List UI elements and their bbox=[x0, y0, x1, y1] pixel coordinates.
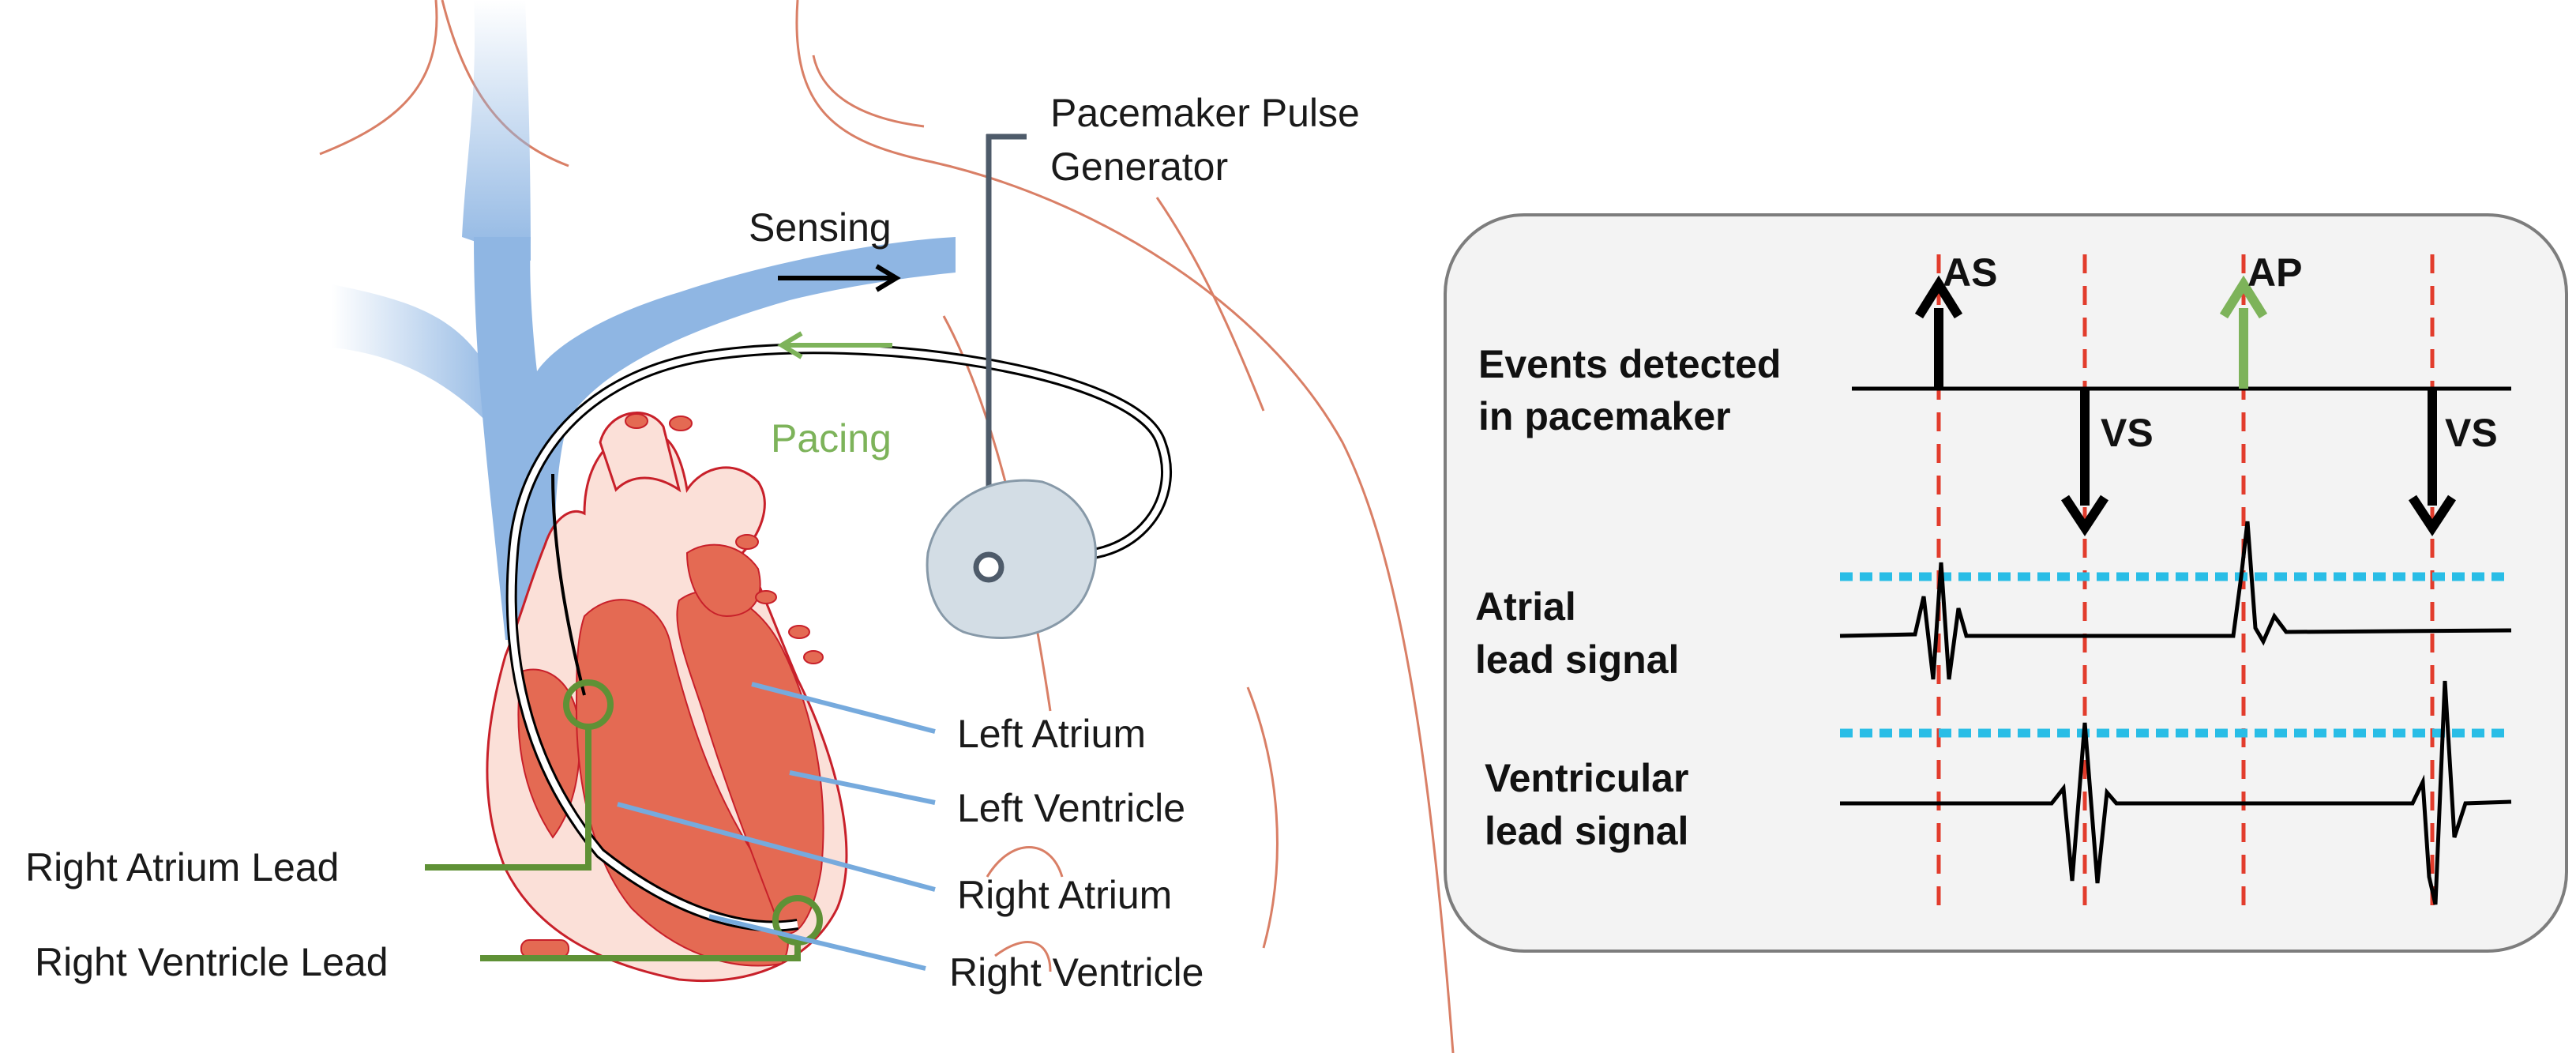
events-label-line1: Events detected bbox=[1478, 342, 1781, 386]
ivc-stub bbox=[520, 939, 569, 958]
signal-direction-arrows bbox=[777, 264, 901, 359]
pulse-generator bbox=[926, 134, 1097, 639]
right-ventricle-lead-callout bbox=[480, 942, 801, 961]
vessel-opening-2 bbox=[669, 416, 693, 431]
pacemaker-leads bbox=[505, 343, 1172, 932]
right-ventricle-lead-label: Right Ventricle Lead bbox=[35, 940, 389, 984]
pacing-label: Pacing bbox=[771, 416, 892, 461]
right-ventricle-pointer bbox=[708, 914, 926, 971]
vs-arrow-2 bbox=[2408, 389, 2457, 536]
atrial-label-line2: lead signal bbox=[1475, 637, 1679, 682]
lead-electrodes bbox=[425, 679, 823, 961]
left-labels: Pacemaker Pulse Generator Sensing Pacing… bbox=[25, 91, 1360, 995]
atrial-lead-branch bbox=[551, 473, 586, 696]
event-label-as: AS bbox=[1943, 250, 1997, 295]
vessel-opening-5 bbox=[788, 625, 810, 639]
event-label-ap: AP bbox=[2247, 250, 2302, 295]
vs-arrow-1 bbox=[2060, 389, 2109, 536]
jugular-vein bbox=[462, 0, 531, 261]
event-label-vs-1: VS bbox=[2101, 411, 2154, 455]
generator-case bbox=[926, 479, 1097, 639]
superior-vena-cava bbox=[474, 237, 956, 640]
ventricular-label-line2: lead signal bbox=[1485, 809, 1688, 853]
aorta-arch bbox=[599, 412, 682, 493]
left-atrium-pointer bbox=[751, 682, 936, 734]
sensing-label: Sensing bbox=[749, 205, 892, 250]
lead-inner bbox=[508, 345, 1170, 930]
right-atrium-label: Right Atrium bbox=[957, 873, 1172, 917]
right-ventricle-label: Right Ventricle bbox=[949, 950, 1204, 995]
generator-label-line2: Generator bbox=[1050, 145, 1228, 189]
ap-arrow bbox=[2219, 275, 2268, 389]
anatomy-pointers bbox=[617, 682, 936, 971]
left-atrium-shape bbox=[685, 543, 761, 618]
event-label-vs-2: VS bbox=[2445, 411, 2498, 455]
timing-panel: AS VS AP VS Events detected in pacemaker… bbox=[1444, 213, 2568, 953]
vessel-opening-6 bbox=[803, 650, 824, 664]
ventricular-label-line1: Ventricular bbox=[1485, 756, 1688, 800]
left-ventricle-label: Left Ventricle bbox=[957, 786, 1185, 830]
panel-background bbox=[1444, 213, 2568, 953]
right-atrium-lead-callout bbox=[425, 727, 591, 871]
vessel-opening-3 bbox=[735, 534, 759, 550]
generator-label-line1: Pacemaker Pulse bbox=[1050, 91, 1360, 135]
vein-group bbox=[332, 0, 956, 640]
ventricular-signal-trace bbox=[1840, 680, 2512, 905]
subclavian-vein-left bbox=[332, 284, 505, 442]
right-atrium-lead-label: Right Atrium Lead bbox=[25, 845, 339, 889]
left-ventricle-pointer bbox=[789, 770, 936, 805]
atrial-label-line1: Atrial bbox=[1475, 585, 1576, 629]
right-atrium-pointer bbox=[617, 802, 936, 892]
as-arrow bbox=[1914, 275, 1963, 389]
generator-port bbox=[973, 551, 1004, 583]
atrial-signal-trace bbox=[1839, 521, 2512, 680]
pacing-arrow-head bbox=[777, 331, 803, 359]
vessel-opening-1 bbox=[625, 413, 648, 429]
vessel-opening-4 bbox=[755, 590, 777, 604]
left-atrium-label: Left Atrium bbox=[957, 712, 1146, 756]
events-label-line2: in pacemaker bbox=[1478, 394, 1731, 438]
sensing-arrow-head bbox=[875, 264, 901, 292]
